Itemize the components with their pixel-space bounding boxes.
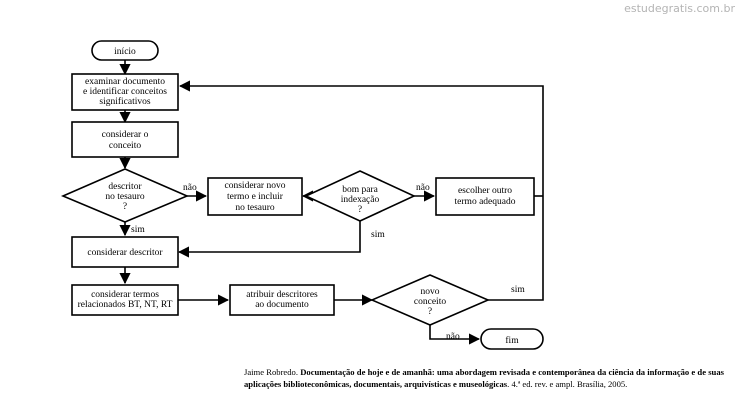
end-terminal: fim xyxy=(480,328,544,350)
start-terminal: início xyxy=(91,40,159,61)
consider-related-terms-box: considerar termos relacionados BT, NT, R… xyxy=(71,284,179,316)
new-term-line-3: no tesauro xyxy=(235,203,275,213)
new-concept-line-3: ? xyxy=(428,307,432,317)
label-yes-new-concept: sim xyxy=(511,285,525,295)
descriptor-q-line-2: no tesauro xyxy=(105,192,145,202)
citation: Jaime Robredo. Documentação de hoje e de… xyxy=(244,366,724,390)
label-yes-descriptor: sim xyxy=(131,225,145,235)
descriptor-q-line-3: ? xyxy=(123,202,127,212)
examine-document-box: examinar documento e identificar conceit… xyxy=(71,73,179,111)
new-term-line-2: termo e incluir xyxy=(227,192,284,202)
new-concept-decision: novo conceito ? xyxy=(369,274,491,326)
good-index-decision: bom para indexação ? xyxy=(304,170,416,222)
assign-line-2: ao documento xyxy=(255,300,309,310)
new-concept-line-1: novo xyxy=(421,287,440,297)
assign-descriptors-box: atribuir descritores ao documento xyxy=(229,284,335,316)
citation-rest: . 4.ª ed. rev. e ampl. Brasília, 2005. xyxy=(507,379,628,389)
consider-concept-box: considerar o conceito xyxy=(71,121,179,158)
consider-descriptor-text: considerar descritor xyxy=(87,248,163,258)
related-line-1: considerar termos xyxy=(91,290,159,300)
new-concept-line-2: conceito xyxy=(414,297,446,307)
consider-concept-line-2: conceito xyxy=(109,141,141,151)
consider-new-term-box: considerar novo termo e incluir no tesau… xyxy=(207,177,303,216)
good-index-line-3: ? xyxy=(358,205,362,215)
consider-concept-line-1: considerar o xyxy=(102,130,149,140)
citation-author: Jaime Robredo. xyxy=(244,367,298,377)
examine-line-3: significativos xyxy=(99,96,150,107)
choose-other-line-1: escolher outro xyxy=(458,186,512,196)
citation-title: Documentação de hoje e de amanhã: uma ab… xyxy=(244,367,724,389)
label-yes-good-index: sim xyxy=(371,230,385,240)
descriptor-q-line-1: descritor xyxy=(108,182,142,192)
label-no-descriptor: não xyxy=(183,183,197,193)
end-text: fim xyxy=(505,335,519,346)
assign-line-1: atribuir descritores xyxy=(246,290,318,300)
start-text: início xyxy=(114,47,136,57)
choose-other-term-box: escolher outro termo adequado xyxy=(435,177,535,216)
label-no-good-index: não xyxy=(416,183,430,193)
related-line-2: relacionados BT, NT, RT xyxy=(78,300,173,310)
label-no-new-concept: não xyxy=(446,332,460,342)
good-index-line-2: indexação xyxy=(341,195,380,205)
examine-line-1: examinar documento xyxy=(85,77,165,87)
examine-line-2: e identificar conceitos xyxy=(83,86,167,97)
descriptor-decision: descritor no tesauro ? xyxy=(60,168,190,223)
choose-other-line-2: termo adequado xyxy=(455,197,516,207)
good-index-line-1: bom para xyxy=(342,185,378,195)
consider-descriptor-box: considerar descritor xyxy=(71,236,179,268)
watermark: estudegratis.com.br xyxy=(624,2,735,15)
connectors xyxy=(119,60,544,345)
new-term-line-1: considerar novo xyxy=(225,181,286,191)
